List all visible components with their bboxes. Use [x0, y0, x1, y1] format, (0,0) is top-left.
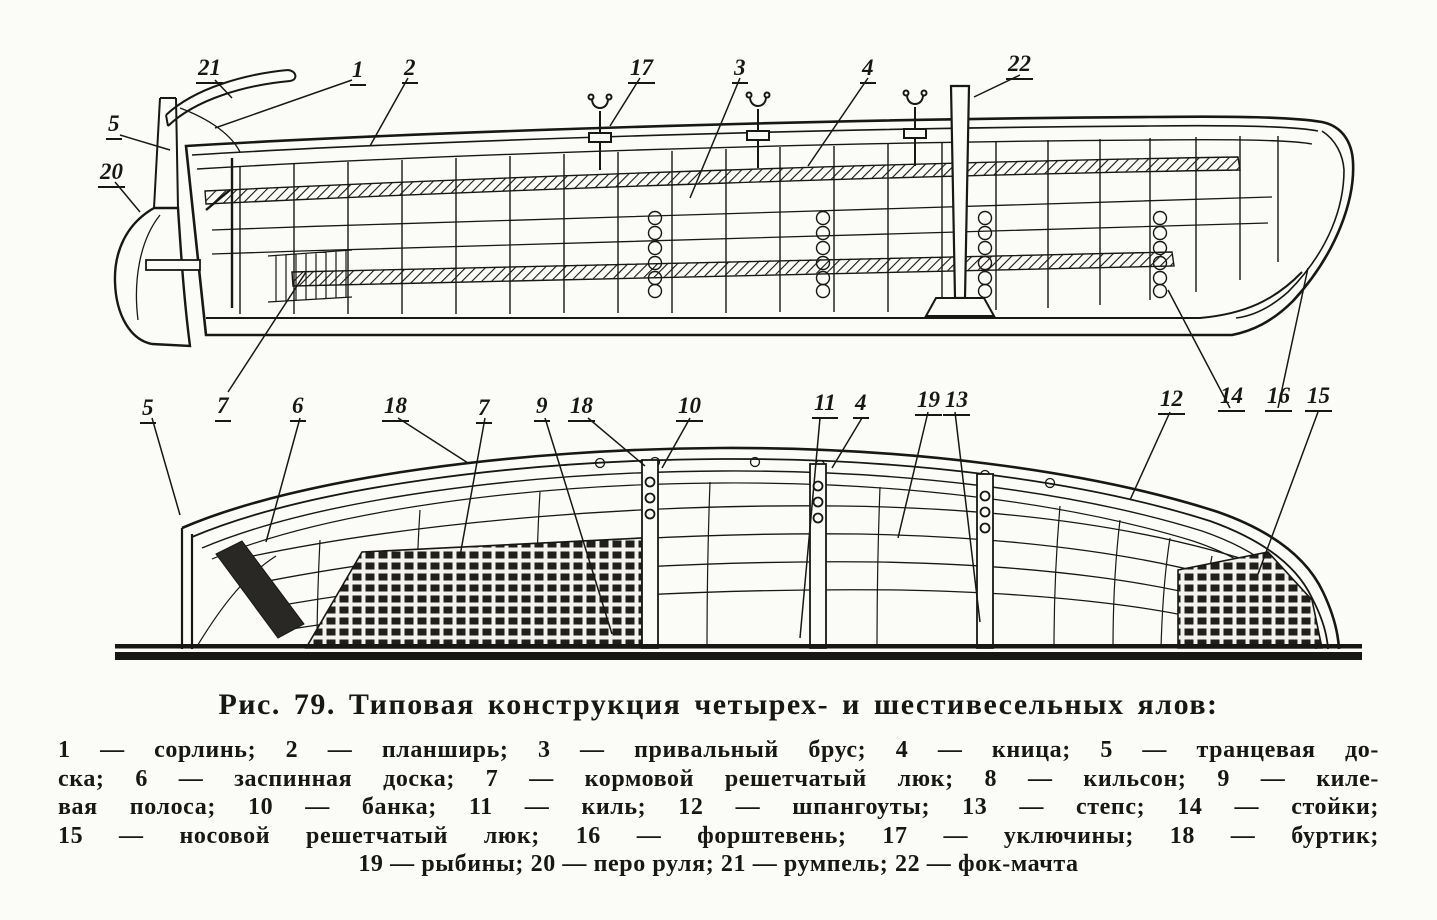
backrest-board-plan	[215, 540, 305, 639]
callout-16: 16	[1265, 384, 1292, 412]
mast-step	[924, 297, 996, 317]
bow-grating	[1177, 551, 1323, 649]
floor-planking	[224, 505, 1283, 636]
rowlock-icon	[745, 91, 771, 168]
keel-baseline	[115, 644, 1362, 660]
legend-line: 15 — носовой решетчатый люк; 16 — форште…	[58, 822, 1379, 849]
callout-2: 2	[402, 56, 418, 84]
legend-line: вая полоса; 10 — банка; 11 — киль; 12 — …	[58, 794, 1379, 820]
callout-15: 15	[1305, 384, 1332, 412]
thwart-post	[809, 463, 827, 649]
callout-10: 10	[676, 394, 703, 422]
legend-line: 19 — рыбины; 20 — перо руля; 21 — румпел…	[358, 851, 1079, 877]
callout-20: 20	[98, 160, 125, 188]
callout-6: 6	[290, 394, 306, 422]
callout-3: 3	[732, 56, 748, 84]
side-view	[113, 69, 1355, 348]
callout-9: 9	[534, 394, 550, 422]
thwart-post	[976, 473, 994, 649]
callout-4-plan: 4	[853, 391, 869, 419]
legend-line: ска; 6 — заспинная доска; 7 — кормовой р…	[58, 765, 1379, 792]
callout-7-plan: 7	[476, 396, 492, 424]
rudder-bracket	[145, 259, 201, 271]
stem-inner-line	[1235, 130, 1345, 319]
plan-view	[115, 446, 1362, 660]
figure-caption: Рис. 79. Типовая конструкция четырех- и …	[218, 688, 1219, 721]
stringer-lines	[211, 196, 1273, 255]
boat-construction-diagram	[113, 69, 1362, 660]
callout-12: 12	[1158, 387, 1185, 415]
callout-19: 19	[915, 388, 942, 416]
tiller	[165, 69, 297, 127]
callout-18-a: 18	[382, 394, 409, 422]
callout-21: 21	[196, 56, 223, 84]
legend-line: 1 — сорлинь; 2 — планширь; 3 — привальны…	[58, 737, 1379, 763]
callout-1: 1	[350, 58, 366, 86]
plan-transom-edge	[180, 528, 194, 649]
backrest-board	[205, 158, 234, 308]
mast	[924, 84, 996, 317]
sheer-strake-line	[196, 138, 1313, 170]
callout-13: 13	[943, 388, 970, 416]
callout-7-side: 7	[215, 394, 231, 422]
rudder-blade	[113, 206, 192, 348]
frames-side	[239, 136, 1279, 314]
rubbing-strake-band	[204, 156, 1241, 205]
rudder	[113, 97, 241, 348]
callout-4-side: 4	[860, 56, 876, 84]
sorlin-rope	[179, 107, 241, 153]
keelson-band	[291, 251, 1175, 287]
callout-17: 17	[628, 56, 655, 84]
hull-outline	[184, 115, 1355, 337]
figure-legend: 1 — сорлинь; 2 — планширь; 3 — привальны…	[58, 736, 1379, 879]
stern-grating-side	[267, 249, 353, 303]
rowlock-icon	[587, 93, 613, 170]
rowlock-icon	[902, 89, 928, 166]
callout-5-plan: 5	[140, 396, 156, 424]
stern-grating	[304, 537, 643, 649]
thwart-post	[641, 459, 659, 649]
stanchion-rings	[647, 210, 1168, 299]
callout-18-b: 18	[568, 394, 595, 422]
keel-top-line	[206, 271, 1303, 319]
callout-5-side: 5	[106, 112, 122, 140]
callout-11: 11	[812, 391, 838, 419]
callout-22: 22	[1006, 52, 1033, 80]
plan-strake-2	[191, 458, 1329, 650]
plan-outer-edge	[181, 446, 1341, 650]
callout-14: 14	[1218, 384, 1245, 412]
leader-lines	[114, 74, 1319, 639]
